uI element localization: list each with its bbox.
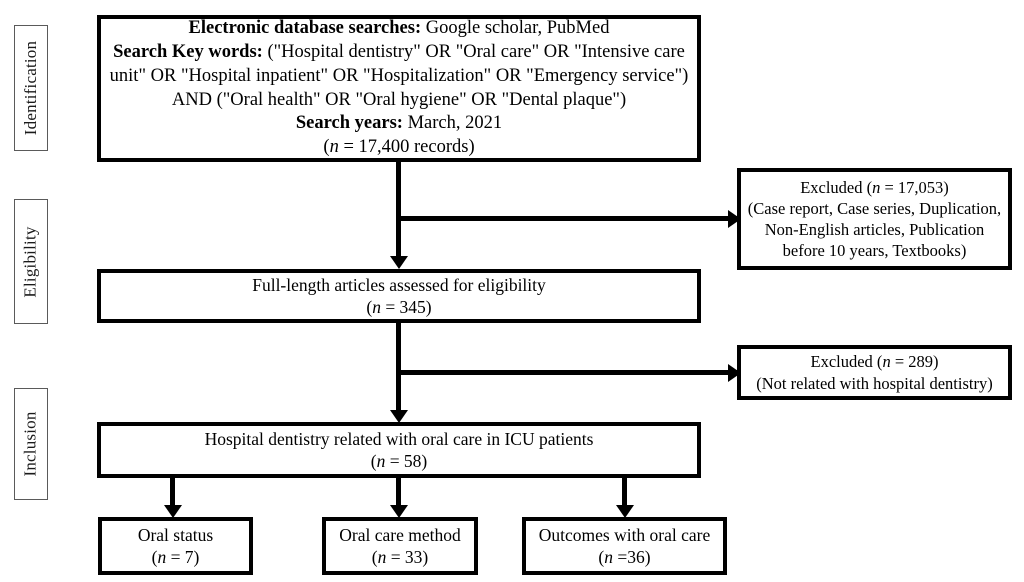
node-outcome-outcomes-with-oral-care: Outcomes with oral care (n =36) bbox=[522, 517, 727, 575]
outcome-2-count-symbol: n bbox=[377, 547, 387, 567]
node-eligibility-articles: Full-length articles assessed for eligib… bbox=[97, 269, 701, 323]
outcome-2-count-value: = 33) bbox=[386, 547, 429, 567]
node-excluded-first: Excluded (n = 17,053) (Case report, Case… bbox=[737, 168, 1012, 270]
excluded-1-heading: Excluded (n = 17,053) bbox=[747, 177, 1002, 198]
connector-branch-excluded-1 bbox=[396, 216, 741, 221]
search-line-1: Electronic database searches: Google sch… bbox=[107, 17, 691, 41]
outcome-3-count-prefix: ( bbox=[598, 547, 605, 567]
excluded-1-reason-line-2: Non-English articles, Publication bbox=[764, 220, 985, 239]
stage-label-identification-text: Identification bbox=[21, 40, 40, 136]
eligibility-articles-count: (n = 345) bbox=[107, 296, 691, 318]
search-line-4: AND ("Oral health" OR "Oral hygiene" OR … bbox=[107, 89, 691, 113]
excluded-2-heading: Excluded (n = 289) bbox=[747, 351, 1002, 372]
node-outcome-oral-status: Oral status (n = 7) bbox=[98, 517, 253, 575]
stage-label-inclusion-text: Inclusion bbox=[21, 411, 41, 477]
outcome-1-count-prefix: ( bbox=[151, 547, 158, 567]
search-line-3: unit" OR "Hospital inpatient" OR "Hospit… bbox=[107, 65, 691, 89]
excluded-1-reason-line-1: (Case report, Case series, Duplication, bbox=[747, 198, 1002, 218]
outcome-1-count-value: = 7) bbox=[166, 547, 200, 567]
outcome-1-count-symbol: n bbox=[157, 547, 167, 567]
stage-label-identification: Identification bbox=[14, 25, 48, 151]
included-count-symbol: n bbox=[376, 451, 386, 471]
outcome-3-count-value: =36) bbox=[613, 547, 651, 567]
excluded-2-heading-symbol: n bbox=[882, 352, 891, 372]
search-count-prefix: ( bbox=[323, 136, 330, 157]
outcome-3-count-symbol: n bbox=[604, 547, 613, 567]
stage-label-eligibility: Eligibility bbox=[14, 199, 48, 324]
connector-included-to-outcome-3 bbox=[622, 478, 627, 510]
arrowhead-search-to-eligibility bbox=[390, 256, 408, 269]
included-count-value: = 58) bbox=[385, 451, 428, 471]
outcome-1-title: Oral status bbox=[137, 524, 214, 545]
excluded-2-heading-value: = 289) bbox=[890, 352, 939, 372]
search-count-symbol: n bbox=[329, 136, 339, 157]
included-title: Hospital dentistry related with oral car… bbox=[204, 428, 594, 449]
excluded-1-reason-line-3: before 10 years, Textbooks) bbox=[782, 241, 967, 261]
outcome-2-count-prefix: ( bbox=[371, 547, 378, 567]
connector-branch-excluded-2 bbox=[396, 370, 741, 375]
outcome-1-count: (n = 7) bbox=[108, 546, 243, 568]
included-count: (n = 58) bbox=[107, 450, 691, 472]
arrowhead-outcome-1 bbox=[164, 505, 182, 518]
eligibility-articles-count-prefix: ( bbox=[366, 297, 373, 317]
connector-included-to-outcome-1 bbox=[170, 478, 175, 510]
search-line-1-bold: Electronic database searches: bbox=[188, 18, 422, 39]
search-line-4-rest: AND ("Oral health" OR "Oral hygiene" OR … bbox=[171, 89, 627, 110]
search-line-1-rest: Google scholar, PubMed bbox=[421, 18, 610, 39]
search-line-2: Search Key words: ("Hospital dentistry" … bbox=[107, 41, 691, 65]
outcome-2-title: Oral care method bbox=[339, 524, 461, 545]
connector-search-to-eligibility bbox=[396, 162, 401, 263]
eligibility-articles-count-symbol: n bbox=[372, 297, 381, 317]
arrowhead-outcome-2 bbox=[390, 505, 408, 518]
excluded-1-heading-prefix: Excluded ( bbox=[800, 177, 873, 197]
search-line-2-bold: Search Key words: bbox=[113, 42, 263, 63]
outcome-3-count: (n =36) bbox=[532, 546, 717, 568]
search-line-3-rest: unit" OR "Hospital inpatient" OR "Hospit… bbox=[109, 65, 689, 86]
arrowhead-outcome-3 bbox=[616, 505, 634, 518]
outcome-3-title: Outcomes with oral care bbox=[538, 524, 711, 545]
arrowhead-eligibility-to-inclusion bbox=[390, 410, 408, 423]
search-line-5-bold: Search years: bbox=[295, 113, 403, 134]
node-included-studies: Hospital dentistry related with oral car… bbox=[97, 422, 701, 478]
eligibility-articles-title: Full-length articles assessed for eligib… bbox=[252, 274, 546, 295]
connector-included-to-outcome-2 bbox=[396, 478, 401, 510]
eligibility-articles-count-value: = 345) bbox=[380, 297, 432, 317]
search-record-count: (n = 17,400 records) bbox=[107, 136, 691, 160]
excluded-1-heading-symbol: n bbox=[872, 177, 881, 197]
stage-label-eligibility-text: Eligibility bbox=[21, 225, 40, 298]
excluded-2-heading-prefix: Excluded ( bbox=[810, 352, 883, 372]
node-database-search: Electronic database searches: Google sch… bbox=[97, 15, 701, 162]
included-count-prefix: ( bbox=[370, 451, 377, 471]
search-count-value: = 17,400 records) bbox=[338, 136, 475, 157]
excluded-2-reason-line-1: (Not related with hospital dentistry) bbox=[756, 373, 993, 393]
excluded-1-heading-value: = 17,053) bbox=[880, 177, 949, 197]
outcome-2-count: (n = 33) bbox=[332, 546, 468, 568]
stage-label-inclusion: Inclusion bbox=[14, 388, 48, 500]
search-line-5: Search years: March, 2021 bbox=[107, 112, 691, 136]
node-outcome-oral-care-method: Oral care method (n = 33) bbox=[322, 517, 478, 575]
search-line-2-rest: ("Hospital dentistry" OR "Oral care" OR … bbox=[262, 42, 685, 63]
search-line-5-rest: March, 2021 bbox=[402, 113, 503, 134]
node-excluded-second: Excluded (n = 289) (Not related with hos… bbox=[737, 345, 1012, 400]
